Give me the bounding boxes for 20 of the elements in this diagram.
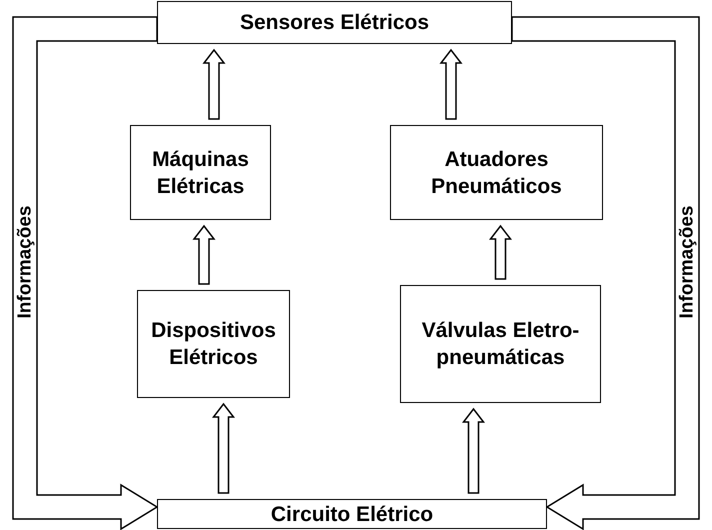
box-label: Válvulas Eletro- pneumáticas bbox=[420, 318, 580, 371]
hollow-arrow bbox=[192, 224, 216, 285]
box-label: Atuadores Pneumáticos bbox=[430, 146, 563, 200]
process-box bbox=[157, 499, 547, 529]
hollow-arrow bbox=[212, 402, 236, 494]
hollow-arrow bbox=[488, 224, 512, 280]
hollow-arrow bbox=[202, 48, 226, 120]
process-box bbox=[157, 1, 512, 44]
box-label: Máquinas Elétricas bbox=[151, 146, 250, 200]
box-label: Sensores Elétricos bbox=[238, 10, 430, 36]
process-box bbox=[137, 290, 290, 398]
edge-label: Informações bbox=[678, 206, 696, 318]
process-box bbox=[390, 125, 603, 220]
box-label: Dispositivos Elétricos bbox=[150, 318, 277, 371]
process-box bbox=[400, 285, 601, 403]
hollow-arrow bbox=[439, 48, 463, 120]
box-label: Circuito Elétrico bbox=[270, 502, 434, 528]
process-box bbox=[130, 125, 271, 220]
hollow-arrow bbox=[462, 408, 486, 494]
edge-label: Informações bbox=[16, 206, 34, 318]
